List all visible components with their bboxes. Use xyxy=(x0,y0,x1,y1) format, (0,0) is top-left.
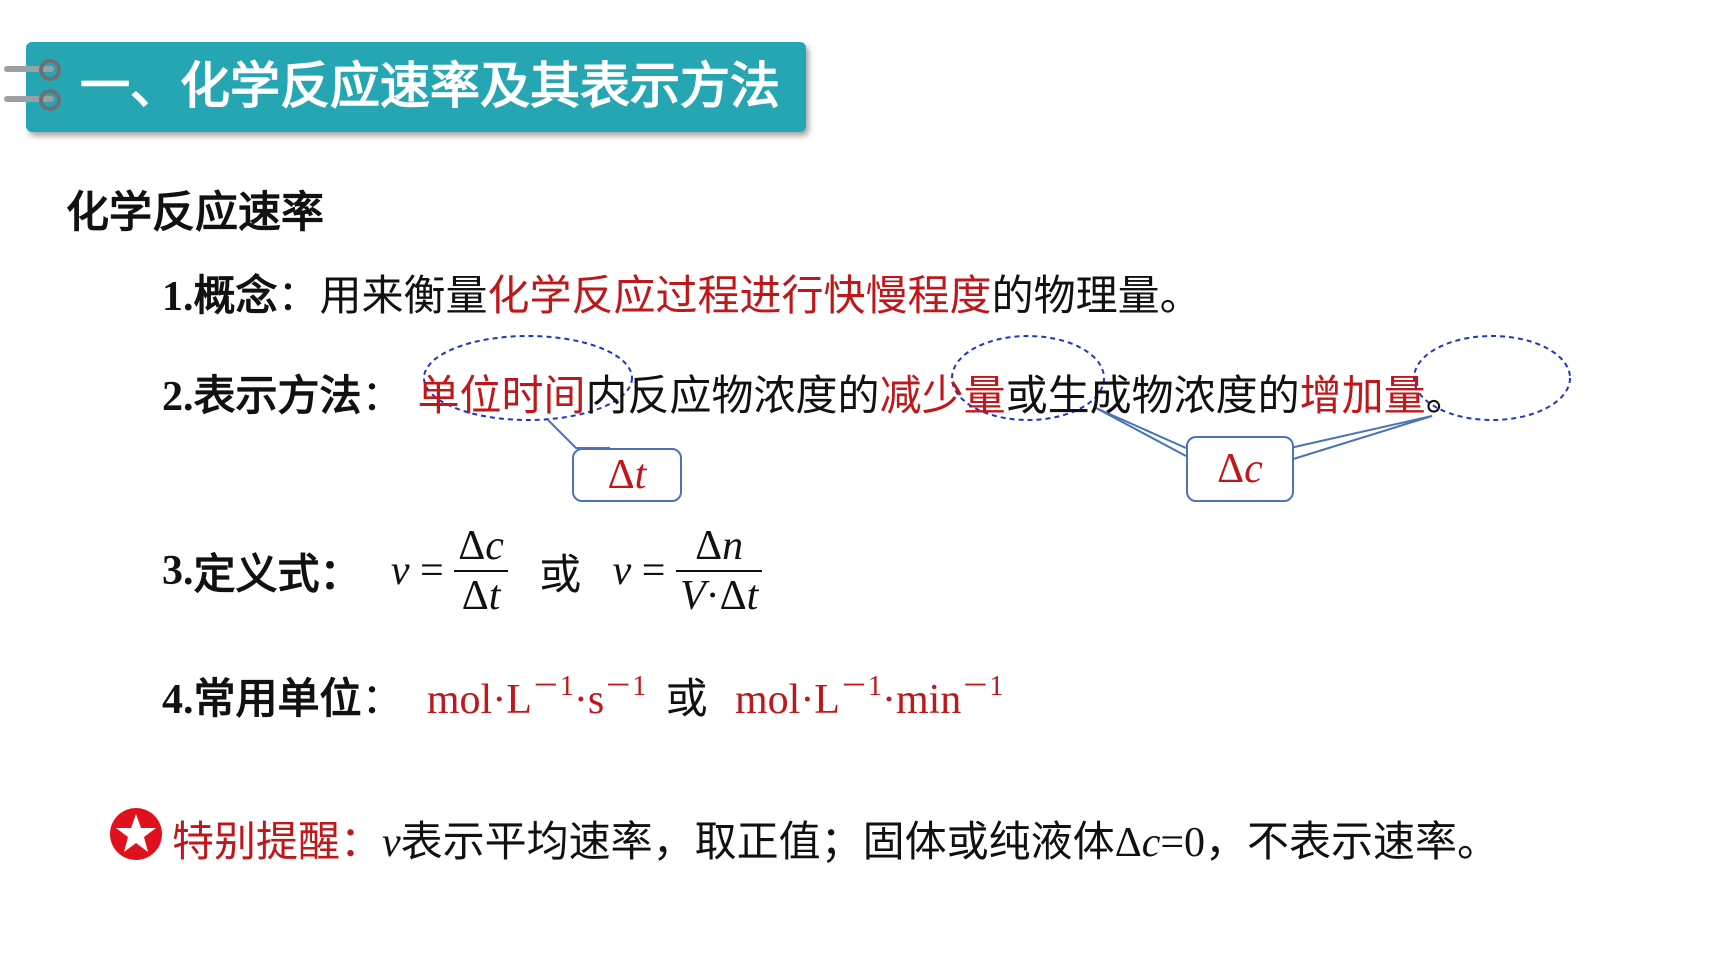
or-text: 或 xyxy=(539,549,582,599)
units-number: 4. xyxy=(162,677,194,723)
var-n: n xyxy=(722,523,744,569)
var-t: t xyxy=(746,573,759,619)
unit-exponent: －1 xyxy=(839,671,882,702)
units-line: 4.常用单位： mol·L－1·s－1 或 mol·L－1·min－1 xyxy=(162,664,1003,726)
ellipse-unit-time xyxy=(423,335,633,421)
unit-per-minute: mol·L－1·min－1 xyxy=(734,671,1003,723)
unit-mol-l: mol·L xyxy=(734,677,840,723)
unit-exponent: －1 xyxy=(604,671,647,702)
definition-line: 3.定义式： v = Δc Δt 或 v = Δn V·Δt xyxy=(162,522,763,620)
velocity-symbol-1: v xyxy=(390,548,410,594)
unit-per-second: mol·L－1·s－1 xyxy=(417,671,646,723)
fraction-1-denominator: Δt xyxy=(454,570,508,620)
increase-text: 增加量 xyxy=(1299,371,1426,420)
concept-highlight: 化学反应过程进行快慢程度 xyxy=(487,271,992,320)
concept-post: 的物理量。 xyxy=(991,271,1202,320)
method-line: 2.表示方法： 单位时间内反应物浓度的减少量或生成物浓度的增加量。 xyxy=(162,362,1468,423)
callout-delta-t: Δt xyxy=(572,448,682,502)
section-heading: 化学反应速率 xyxy=(66,188,324,238)
var-t: t xyxy=(488,573,501,619)
unit-min: ·min xyxy=(881,677,962,723)
connector-delta-c-left-a xyxy=(1095,407,1187,449)
concept-colon: ： xyxy=(277,271,320,320)
connector-delta-t xyxy=(547,419,610,449)
note-delta: Δ xyxy=(1114,820,1142,866)
callout-delta-t-symbol: Δ xyxy=(607,452,635,498)
units-label: 常用单位 xyxy=(193,674,362,723)
delta-symbol: Δ xyxy=(695,523,723,569)
note-text-2: ，不表示速率。 xyxy=(1205,817,1500,866)
unit-s: ·s xyxy=(573,677,605,723)
callout-delta-c-var: c xyxy=(1244,446,1263,492)
title-banner xyxy=(26,42,806,132)
unit-exponent: －1 xyxy=(531,671,574,702)
units-colon: ： xyxy=(361,674,404,723)
note-equals-zero: =0 xyxy=(1160,820,1206,866)
delta-symbol: Δ xyxy=(461,573,489,619)
concept-number: 1. xyxy=(162,274,194,320)
fraction-2-denominator: V·Δt xyxy=(675,570,763,620)
fraction-1-numerator: Δc xyxy=(454,522,508,570)
ellipse-decrease xyxy=(951,335,1105,421)
callout-delta-c-symbol: Δ xyxy=(1217,446,1245,492)
velocity-symbol-2: v xyxy=(612,548,632,594)
fraction-2-numerator: Δn xyxy=(676,522,762,570)
concept-line: 1.概念：用来衡量化学反应过程进行快慢程度的物理量。 xyxy=(162,262,1202,323)
fraction-dc-dt: Δc Δt xyxy=(454,522,508,620)
definition-number: 3. xyxy=(162,548,194,594)
unit-exponent: －1 xyxy=(961,671,1004,702)
connector-delta-c-left-b xyxy=(1095,407,1187,457)
connector-delta-c-right-b xyxy=(1289,415,1433,461)
connector-delta-c-right-a xyxy=(1289,415,1433,449)
star-badge-icon xyxy=(110,808,162,860)
callout-delta-c: Δc xyxy=(1186,436,1294,502)
concept-pre: 用来衡量 xyxy=(319,271,488,320)
equals-2: = xyxy=(631,548,676,594)
method-text-4: 或生成物浓度的 xyxy=(1005,371,1300,420)
concept-label: 概念 xyxy=(193,271,278,320)
method-end: 。 xyxy=(1425,371,1468,420)
method-colon: ： xyxy=(361,371,404,420)
unit-mol-l: mol·L xyxy=(426,677,532,723)
method-number: 2. xyxy=(162,374,194,420)
note-velocity: v xyxy=(382,820,401,866)
note-line: 特别提醒：v表示平均速率，取正值；固体或纯液体Δc=0，不表示速率。 xyxy=(172,808,1499,869)
var-V: V xyxy=(679,573,706,619)
unit-time-text: 单位时间 xyxy=(417,371,586,420)
dot-delta: ·Δ xyxy=(705,573,747,619)
callout-delta-t-var: t xyxy=(634,452,647,498)
method-label: 表示方法 xyxy=(193,371,362,420)
method-text-2: 内反应物浓度的 xyxy=(585,371,880,420)
equals-1: = xyxy=(409,548,455,594)
note-text-1: 表示平均速率，取正值；固体或纯液体 xyxy=(400,817,1115,866)
note-label: 特别提醒： xyxy=(172,817,383,866)
page-title: 一、化学反应速率及其表示方法 xyxy=(80,57,780,115)
decrease-text: 减少量 xyxy=(879,371,1006,420)
fraction-dn-vdt: Δn V·Δt xyxy=(675,522,763,620)
ellipse-increase xyxy=(1413,335,1571,421)
delta-symbol: Δ xyxy=(458,523,486,569)
note-c: c xyxy=(1141,820,1161,866)
binder-rings-icon xyxy=(4,59,61,111)
definition-label: 定义式： xyxy=(193,549,362,599)
units-or: 或 xyxy=(665,674,708,723)
var-c: c xyxy=(485,523,504,569)
